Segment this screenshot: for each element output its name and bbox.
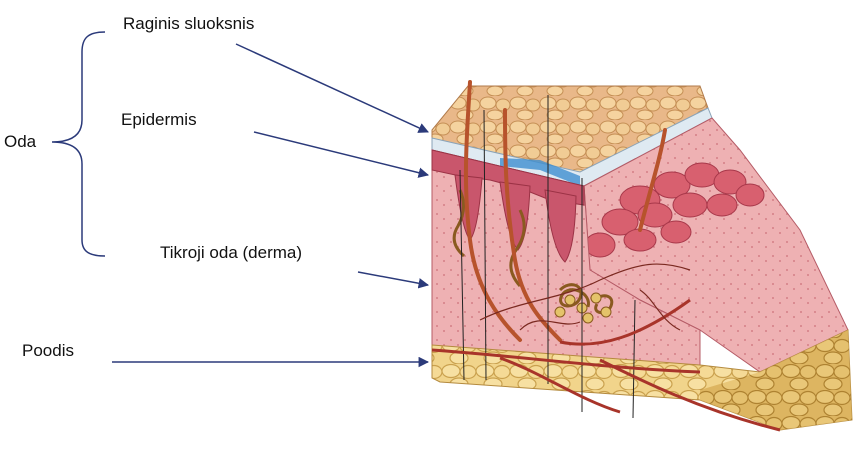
tikroji-oda-arrow [358, 272, 428, 285]
raginis-sluoksnis-arrow [236, 44, 428, 132]
label-tikroji-oda: Tikroji oda (derma) [160, 243, 302, 263]
label-oda: Oda [4, 132, 36, 152]
epidermis-arrow [254, 132, 428, 175]
label-raginis-sluoksnis: Raginis sluoksnis [123, 14, 254, 34]
oda-brace [52, 32, 105, 256]
label-poodis: Poodis [22, 341, 74, 361]
label-epidermis: Epidermis [121, 110, 197, 130]
